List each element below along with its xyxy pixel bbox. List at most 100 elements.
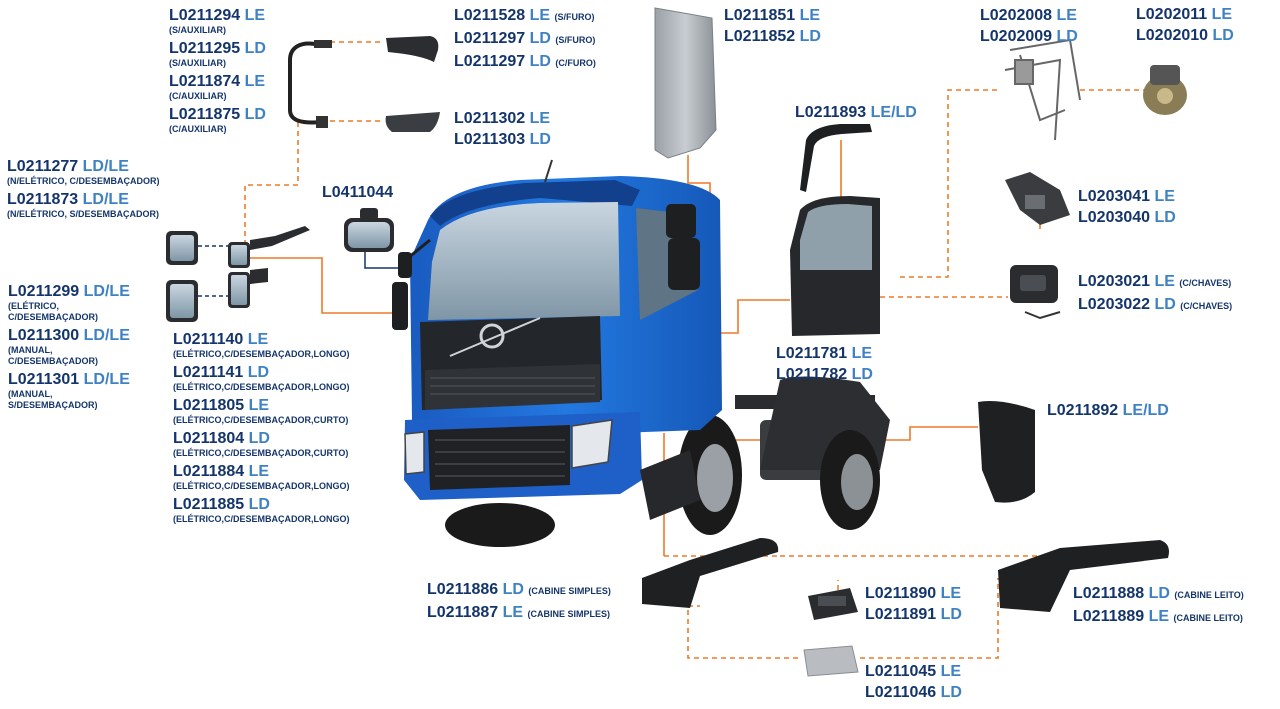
mirror-cover-part [386, 36, 439, 62]
part-note: (ELÉTRICO,C/DESEMBAÇADOR,LONGO) [173, 481, 350, 491]
part-note: (C/CHAVES) [1179, 278, 1232, 288]
step-simple-part [642, 538, 779, 608]
label-steps-sleeper: L0211888 LD (CABINE LEITO) L0211889 LE (… [1073, 584, 1244, 628]
part-side: LE [502, 604, 524, 621]
part-side: LD [502, 581, 524, 598]
part-side: LE [1056, 7, 1077, 24]
part-note: (MANUAL, [8, 345, 53, 355]
part-note: (MANUAL, [8, 389, 53, 399]
part-side: LD [529, 30, 551, 47]
label-step-box: L0211890 LE L0211891 LD [865, 584, 962, 624]
part-code: L0411044 [322, 184, 394, 201]
part-side: LE [248, 463, 270, 480]
label-mudflap: L0211892 LE/LD [1047, 401, 1169, 420]
part-code: L0211140 [173, 331, 244, 348]
label-mirror-arms: L0211294 LE (S/AUXILIAR) L0211295 LD (S/… [169, 6, 266, 138]
part-code: L0211892 [1047, 402, 1119, 419]
part-code: L0203022 [1078, 296, 1151, 313]
part-side: LD/LE [82, 158, 129, 175]
part-note: (N/ELÉTRICO, S/DESEMBAÇADOR) [7, 209, 160, 219]
label-mirror-caps: L0211302 LE L0211303 LD [454, 109, 551, 149]
part-code: L0211302 [454, 110, 526, 127]
label-steps-simple: L0211886 LD (CABINE SIMPLES) L0211887 LE… [427, 580, 611, 624]
part-code: L0211782 [776, 366, 848, 383]
part-side: LE/LD [870, 104, 917, 121]
part-side: LD/LE [83, 283, 130, 300]
part-code: L0211277 [7, 158, 79, 175]
part-side: LE [529, 7, 551, 24]
part-code: L0211301 [8, 371, 80, 388]
door-lock-part [1005, 172, 1070, 225]
mudflap-part [978, 401, 1035, 503]
label-doors: L0211781 LE L0211782 LD [776, 344, 873, 384]
part-note: (CABINE SIMPLES) [528, 586, 611, 596]
part-side: LE [1154, 273, 1175, 290]
part-code: L0202009 [980, 28, 1053, 45]
part-side: LD [248, 430, 270, 447]
part-code: L0203040 [1078, 209, 1151, 226]
window-motor-part [1143, 65, 1187, 115]
part-side: LD [529, 131, 551, 148]
part-side: LD [1148, 585, 1170, 602]
part-code: L0211297 [454, 30, 526, 47]
part-code: L0211297 [454, 53, 526, 70]
part-code: L0211141 [173, 364, 244, 381]
part-note: (ELÉTRICO, [8, 301, 59, 311]
part-code: L0211884 [173, 463, 245, 480]
part-side: LE [1211, 6, 1233, 23]
part-note: (CABINE LEITO) [1173, 613, 1243, 623]
part-side: LD [799, 28, 821, 45]
label-mirror-covers: L0211528 LE (S/FURO) L0211297 LD (S/FURO… [454, 6, 596, 73]
part-code: L0211303 [454, 131, 526, 148]
part-code: L0211294 [169, 7, 241, 24]
aux-mirror-part [344, 208, 394, 252]
part-note: C/DESEMBAÇADOR) [8, 312, 98, 322]
label-handles: L0203021 LE (C/CHAVES) L0203022 LD (C/CH… [1078, 272, 1232, 316]
part-code: L0211804 [173, 430, 245, 447]
part-side: LD [248, 496, 270, 513]
step-box-part [808, 588, 858, 620]
part-code: L0211886 [427, 581, 499, 598]
part-side: LE [248, 397, 270, 414]
part-code: L0211528 [454, 7, 526, 24]
part-side: LE [247, 331, 269, 348]
part-side: LE [940, 585, 962, 602]
part-note: (CABINE LEITO) [1174, 590, 1244, 600]
part-note: (C/FURO) [555, 58, 596, 68]
part-side: LE [244, 73, 266, 90]
part-note: (ELÉTRICO,C/DESEMBAÇADOR,CURTO) [173, 415, 349, 425]
part-code: L0211889 [1073, 608, 1145, 625]
part-note: (ELÉTRICO,C/DESEMBAÇADOR,CURTO) [173, 448, 349, 458]
window-regulator-part [1004, 38, 1081, 141]
door-part [790, 196, 880, 336]
part-code: L0211299 [8, 283, 80, 300]
part-code: L0211852 [724, 28, 796, 45]
part-side: LE [244, 7, 266, 24]
part-side: LD [1056, 28, 1078, 45]
part-code: L0203041 [1078, 188, 1151, 205]
part-code: L0211893 [795, 104, 867, 121]
part-code: L0211295 [169, 40, 241, 57]
part-note: (CABINE SIMPLES) [527, 609, 611, 619]
label-mirror-glass-left: L0211299 LD/LE (ELÉTRICO, C/DESEMBAÇADOR… [8, 282, 130, 414]
part-side: LD/LE [82, 191, 129, 208]
part-side: LD [1154, 209, 1176, 226]
label-mirrors-main: L0211140 LE (ELÉTRICO,C/DESEMBAÇADOR,LON… [173, 330, 350, 528]
part-note: (C/AUXILIAR) [169, 91, 227, 101]
part-code: L0202010 [1136, 27, 1209, 44]
part-note: S/DESEMBAÇADOR) [8, 400, 98, 410]
mirror-arm-part [288, 40, 332, 128]
part-code: L0211887 [427, 604, 499, 621]
part-side: LD [1212, 27, 1234, 44]
door-handle-part [1010, 265, 1061, 320]
part-side: LE [1148, 608, 1170, 625]
part-side: LD [529, 53, 551, 70]
part-note: (C/AUXILIAR) [169, 124, 227, 134]
part-note: (ELÉTRICO,C/DESEMBAÇADOR,LONGO) [173, 382, 350, 392]
label-step-plate: L0211045 LE L0211046 LD [865, 662, 962, 702]
part-note: (S/AUXILIAR) [169, 58, 226, 68]
part-code: L0211045 [865, 663, 937, 680]
part-note: C/DESEMBAÇADOR) [8, 356, 98, 366]
part-note: (ELÉTRICO,C/DESEMBAÇADOR,LONGO) [173, 514, 350, 524]
part-code: L0211046 [865, 684, 937, 701]
